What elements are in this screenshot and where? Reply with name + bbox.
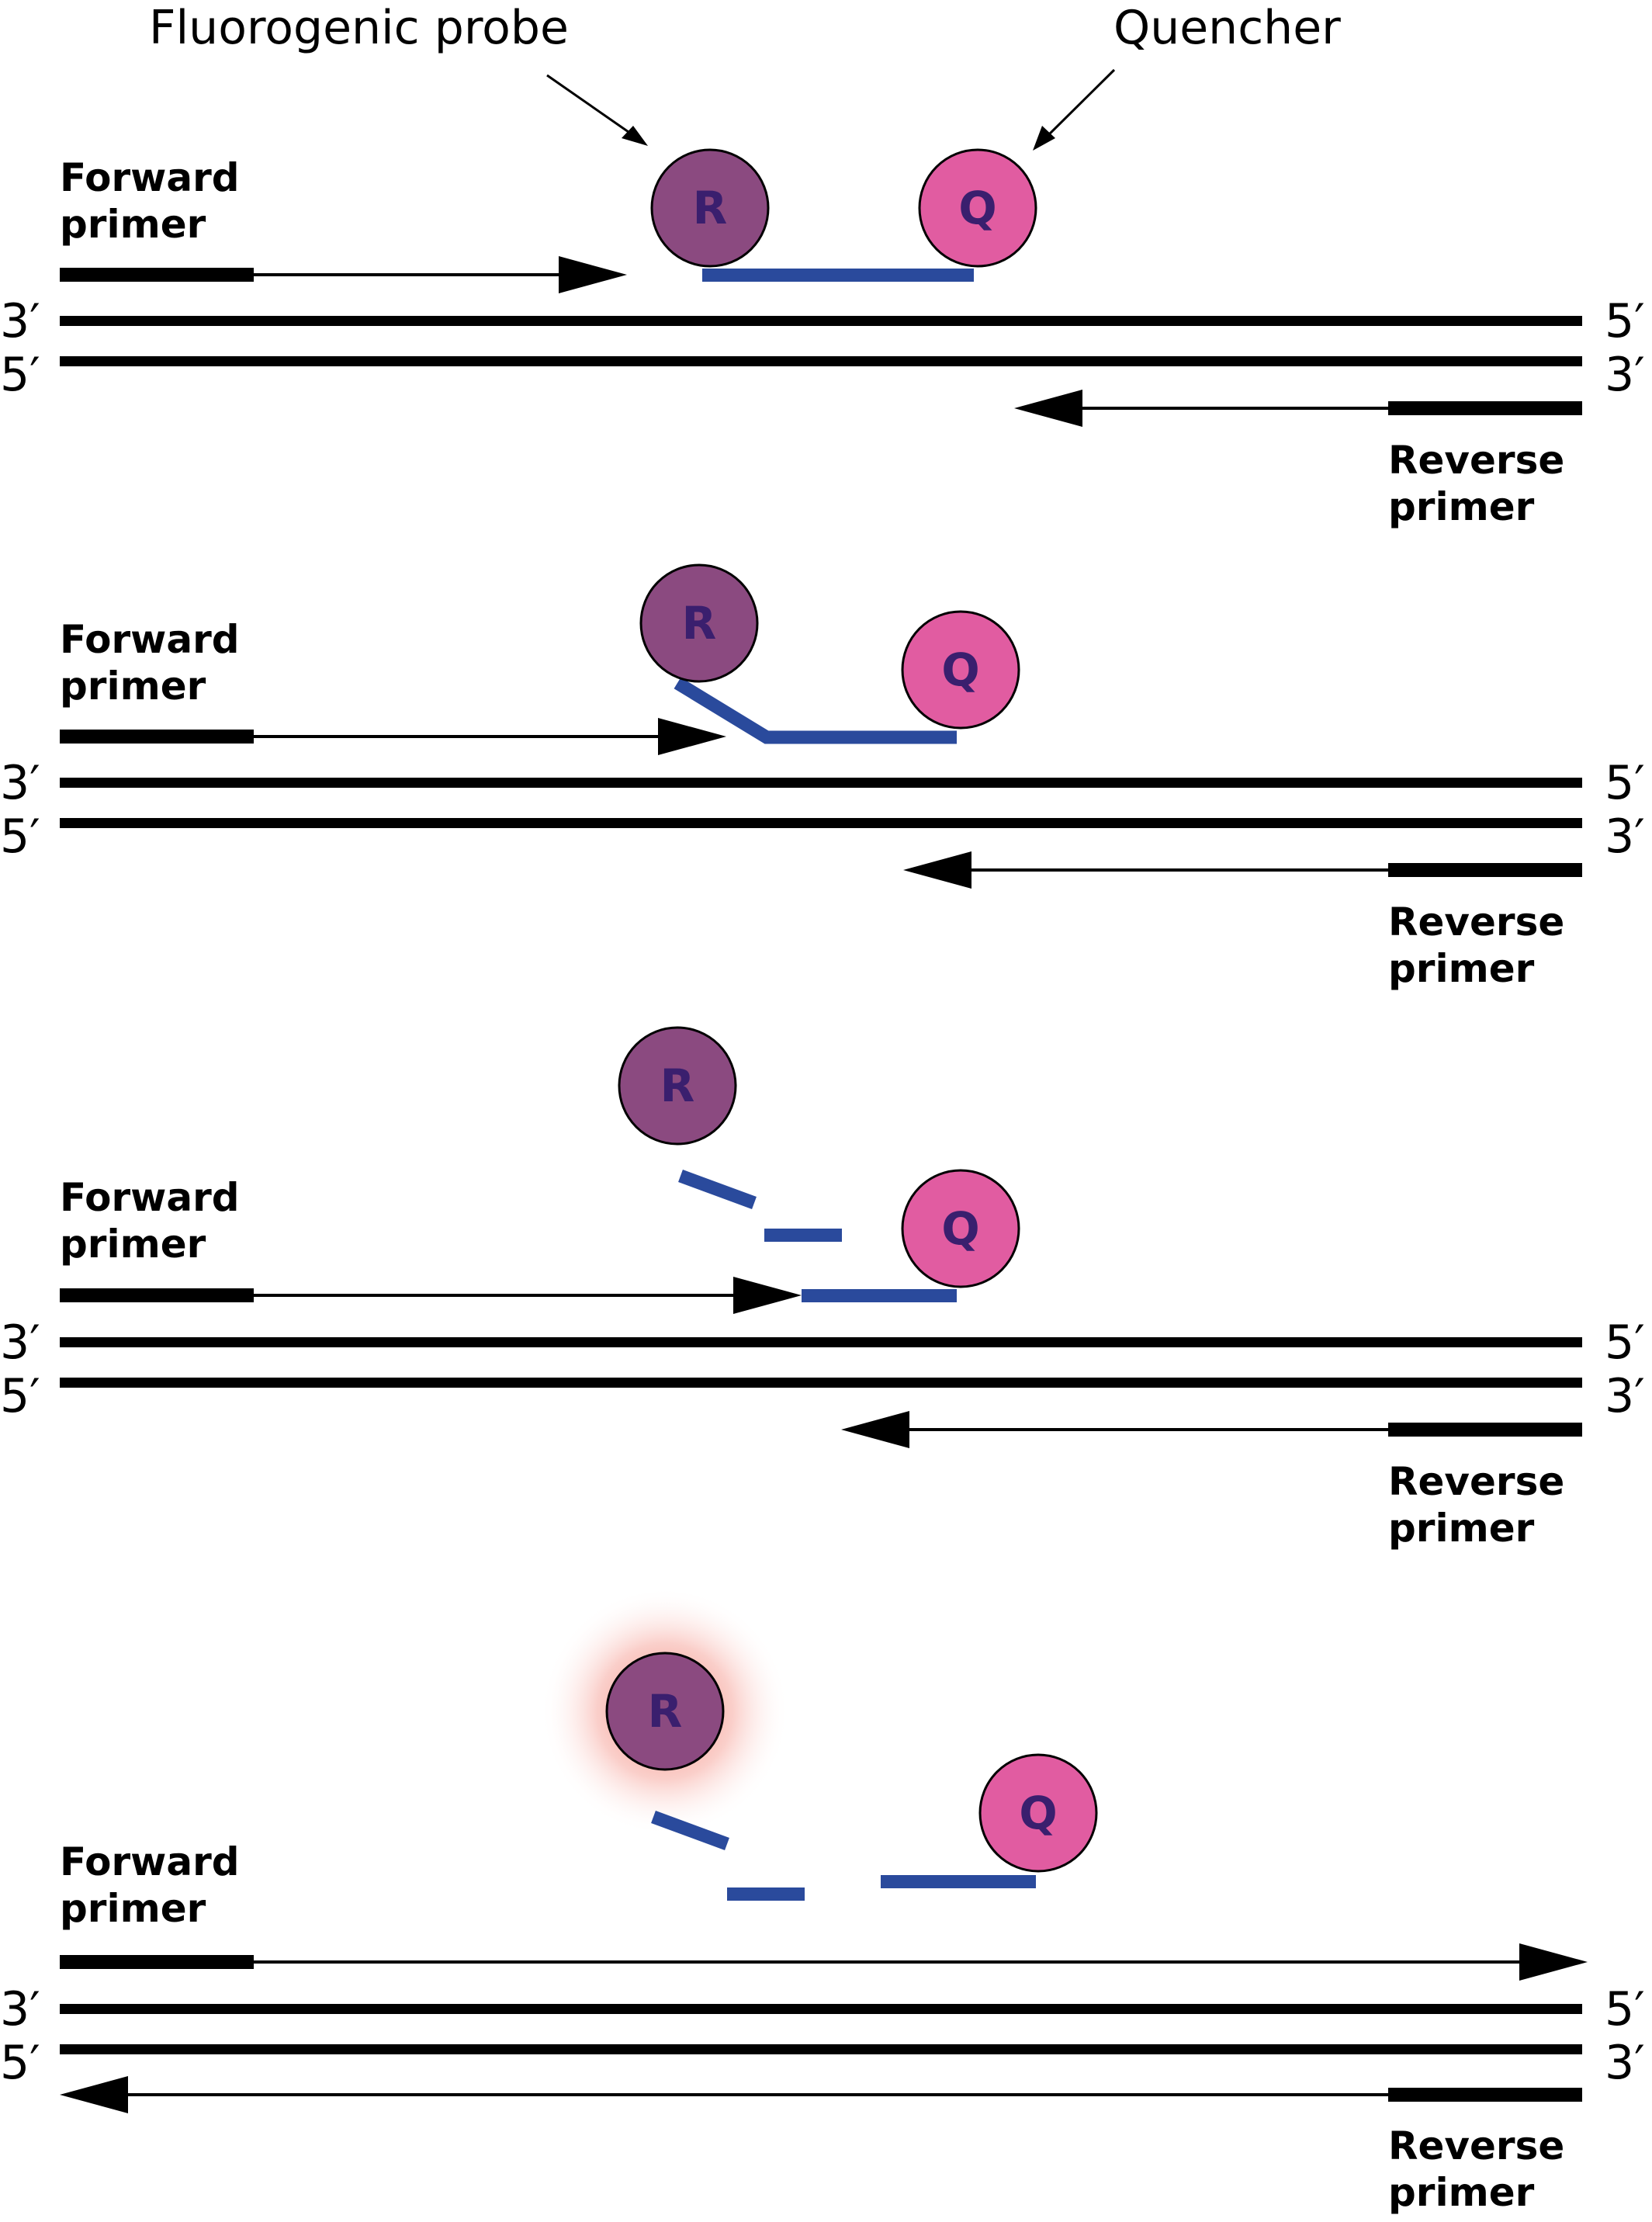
quencher-dye-1: Q — [918, 148, 1037, 268]
forward-primer-bar-3 — [60, 1288, 254, 1302]
fluorogenic-probe-label: Fluorogenic probe — [149, 1, 569, 55]
right-5prime-3: 5′ — [1605, 1316, 1645, 1370]
left-5prime-2: 5′ — [0, 809, 40, 864]
svg-text:Q: Q — [941, 1202, 979, 1255]
probe-fragment-3c — [802, 1289, 957, 1302]
forward-arrowhead-4 — [1519, 1943, 1588, 1981]
reverse-primer-bar-1 — [1388, 401, 1582, 415]
svg-text:R: R — [682, 597, 717, 650]
reverse-primer-label-4b: primer — [1388, 2170, 1535, 2215]
template-bottom-strand-4 — [60, 2044, 1582, 2054]
reporter-dye-1: R — [650, 148, 770, 268]
right-3prime-3: 3′ — [1605, 1369, 1645, 1423]
probe-2 — [674, 677, 957, 744]
reverse-arrowhead-2 — [903, 851, 971, 889]
quencher-label: Quencher — [1113, 1, 1341, 55]
right-5prime-1: 5′ — [1605, 294, 1645, 348]
quencher-dye-2: Q — [901, 610, 1020, 730]
forward-primer-label-2b: primer — [60, 664, 206, 709]
forward-primer-label-3: Forward — [60, 1175, 240, 1220]
probe-fragment-3a — [678, 1170, 757, 1209]
forward-primer-bar-4 — [60, 1955, 254, 1969]
forward-arrowhead-3 — [733, 1277, 802, 1314]
probe-fragment-4c — [881, 1875, 1036, 1888]
quencher-dye-3: Q — [901, 1169, 1020, 1288]
reverse-primer-label-2b: primer — [1388, 946, 1535, 991]
callout-arrows — [546, 68, 1116, 151]
reporter-dye-4: R — [605, 1652, 725, 1771]
forward-primer-label-4: Forward — [60, 1839, 240, 1884]
left-5prime-4: 5′ — [0, 2036, 40, 2090]
right-5prime-2: 5′ — [1605, 756, 1645, 810]
svg-text:Q: Q — [1019, 1787, 1057, 1839]
svg-text:Q: Q — [941, 643, 979, 696]
right-3prime-1: 3′ — [1605, 348, 1645, 402]
forward-primer-label-1b: primer — [60, 202, 206, 247]
forward-primer-label-1: Forward — [60, 155, 240, 200]
svg-text:Q: Q — [958, 182, 996, 234]
left-3prime-2: 3′ — [0, 756, 40, 810]
svg-text:R: R — [660, 1059, 695, 1112]
reverse-arrowhead-1 — [1014, 390, 1082, 427]
reverse-primer-label-3: Reverse — [1388, 1459, 1564, 1504]
template-top-strand-4 — [60, 2004, 1582, 2014]
svg-text:R: R — [693, 182, 728, 234]
reporter-dye-3: R — [618, 1026, 737, 1146]
reverse-primer-bar-2 — [1388, 863, 1582, 877]
reverse-primer-bar-4 — [1388, 2088, 1582, 2102]
template-top-strand-1 — [60, 316, 1582, 326]
reverse-primer-bar-3 — [1388, 1423, 1582, 1437]
probe-fragment-4a — [651, 1811, 729, 1850]
template-top-strand-2 — [60, 778, 1582, 788]
reverse-primer-label-3b: primer — [1388, 1506, 1535, 1551]
panel-3: Forward primer R Q 3′ 5′ 5′ 3′ Reverse p… — [0, 1026, 1645, 1551]
reporter-dye-2: R — [639, 563, 759, 683]
panel-2: Forward primer R Q 3′ 5′ 5′ 3′ Reverse p… — [0, 563, 1645, 991]
right-3prime-4: 3′ — [1605, 2036, 1645, 2090]
reverse-arrowhead-3 — [841, 1411, 909, 1448]
forward-primer-label-4b: primer — [60, 1886, 206, 1931]
left-3prime-1: 3′ — [0, 294, 40, 348]
reverse-primer-label-1b: primer — [1388, 484, 1535, 529]
forward-arrowhead-1 — [559, 256, 627, 293]
left-5prime-1: 5′ — [0, 348, 40, 402]
probe-1 — [702, 269, 974, 282]
left-5prime-3: 5′ — [0, 1369, 40, 1423]
forward-primer-bar-2 — [60, 730, 254, 744]
probe-fragment-3b — [764, 1229, 842, 1242]
panel-1: Forward primer R Q 3′ 5′ 5′ 3′ Reverse p… — [0, 148, 1645, 529]
right-3prime-2: 3′ — [1605, 809, 1645, 864]
forward-arrowhead-2 — [658, 718, 726, 755]
forward-primer-label-3b: primer — [60, 1222, 206, 1267]
template-bottom-strand-2 — [60, 818, 1582, 828]
template-bottom-strand-1 — [60, 356, 1582, 366]
reverse-arrowhead-4 — [60, 2076, 128, 2113]
template-top-strand-3 — [60, 1337, 1582, 1347]
reverse-primer-label-4: Reverse — [1388, 2123, 1564, 2168]
probe-fragment-4b — [727, 1887, 805, 1901]
reverse-primer-label-2: Reverse — [1388, 900, 1564, 945]
reverse-primer-label-1: Reverse — [1388, 438, 1564, 483]
forward-primer-label-2: Forward — [60, 617, 240, 662]
svg-text:R: R — [648, 1685, 683, 1738]
quencher-dye-4: Q — [978, 1753, 1098, 1873]
left-3prime-3: 3′ — [0, 1316, 40, 1370]
template-bottom-strand-3 — [60, 1378, 1582, 1388]
right-5prime-4: 5′ — [1605, 1982, 1645, 2037]
panel-4: Forward primer R Q 3′ 5′ 5′ 3′ Reverse p… — [0, 1587, 1645, 2215]
left-3prime-4: 3′ — [0, 1982, 40, 2037]
forward-primer-bar-1 — [60, 268, 254, 282]
